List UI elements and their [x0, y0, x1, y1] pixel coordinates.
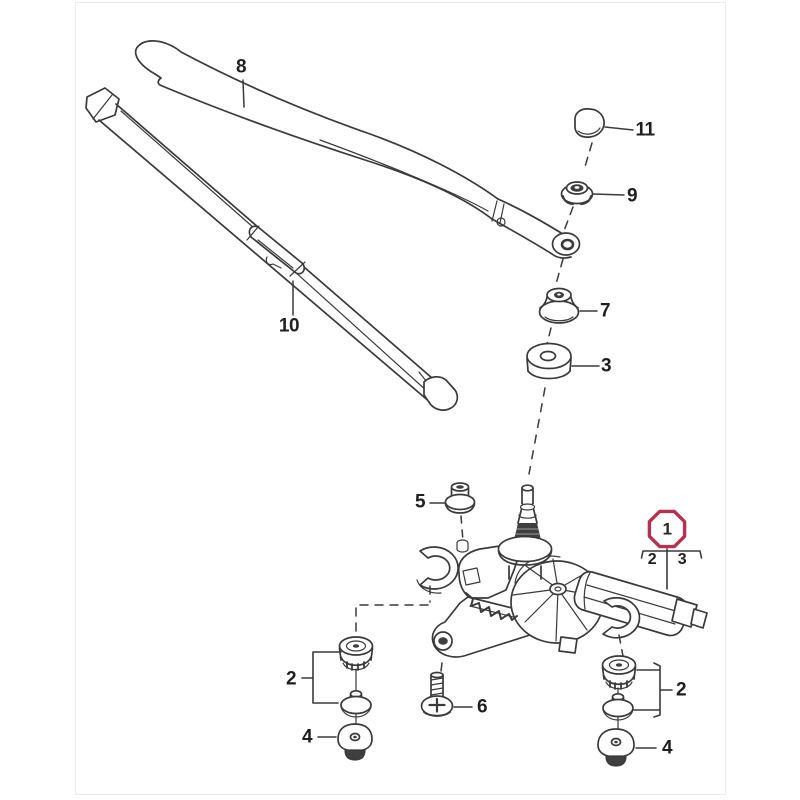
callout-pivot-cap: 5 [414, 491, 426, 513]
callout-wiper-arm: 8 [235, 56, 247, 78]
callout-cap-grommet-right: 4 [661, 737, 673, 759]
wiper-arm-drawing [136, 41, 580, 258]
screw-drawing [422, 673, 473, 717]
cap-drawing [575, 109, 633, 170]
callout-nut: 9 [626, 185, 638, 207]
washer-drawing [540, 289, 598, 345]
callout-cap-grommet-left: 4 [301, 726, 313, 748]
pivot-cap-drawing [430, 483, 475, 541]
callout-cap: 11 [635, 119, 655, 141]
callout-motor-highlighted: 1 [662, 519, 672, 539]
spacer-drawing [527, 344, 599, 475]
highlighted-callout [642, 511, 702, 589]
wiper-blade-drawing [86, 88, 457, 410]
callout-washer: 7 [599, 300, 611, 322]
callout-mount-grommet-left: 2 [285, 668, 297, 690]
callout-mount-grommet-right: 2 [675, 679, 687, 701]
callout-screw: 6 [476, 696, 488, 718]
callout-motor-sub-left: 2 [647, 551, 657, 568]
left-mount-stack-drawing [302, 637, 373, 760]
wiper-motor-drawing [356, 485, 707, 671]
highlight-circle-icon [649, 511, 684, 546]
callout-spacer: 3 [600, 355, 612, 377]
callout-wiper-blade: 10 [278, 315, 300, 337]
nut-drawing [556, 182, 624, 284]
callout-motor-sub-right: 3 [677, 551, 687, 568]
right-mount-stack-drawing [598, 656, 672, 766]
